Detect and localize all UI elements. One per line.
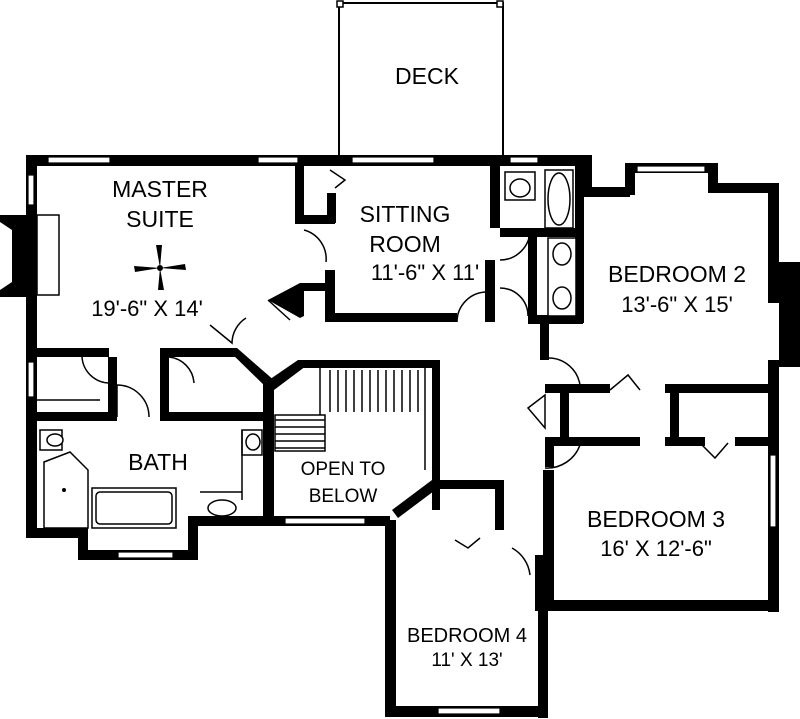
bedroom2-dims: 13'-6" X 15' — [621, 292, 733, 317]
bedroom4-dims: 11' X 13' — [431, 650, 502, 671]
stairs — [274, 368, 426, 470]
open-to-below-label-line2: BELOW — [309, 486, 378, 507]
deck-label: DECK — [395, 63, 460, 89]
bedroom4-label: BEDROOM 4 — [407, 625, 527, 647]
ceiling-fan-icon — [134, 245, 186, 290]
master-suite-dims: 19'-6" X 14' — [91, 296, 203, 321]
bedroom3-label: BEDROOM 3 — [587, 506, 725, 532]
room-labels: DECK MASTER SUITE 19'-6" X 14' SITTING R… — [91, 63, 746, 671]
door-swings — [81, 169, 729, 576]
sitting-room-label-line2: ROOM — [369, 231, 441, 257]
bath-label: BATH — [128, 449, 188, 475]
interior-walls — [37, 163, 771, 530]
master-suite-label-line2: SUITE — [126, 206, 194, 232]
master-suite-label-line1: MASTER — [112, 176, 208, 202]
sitting-room-dims: 11'-6" X 11' — [371, 260, 479, 285]
sitting-room-label-line1: SITTING — [360, 201, 451, 227]
bedroom2-label: BEDROOM 2 — [608, 261, 746, 287]
windows — [27, 156, 777, 715]
open-to-below-label-line1: OPEN TO — [301, 459, 386, 480]
fixtures — [37, 169, 577, 529]
bedroom3-dims: 16' X 12'-6" — [600, 536, 712, 561]
